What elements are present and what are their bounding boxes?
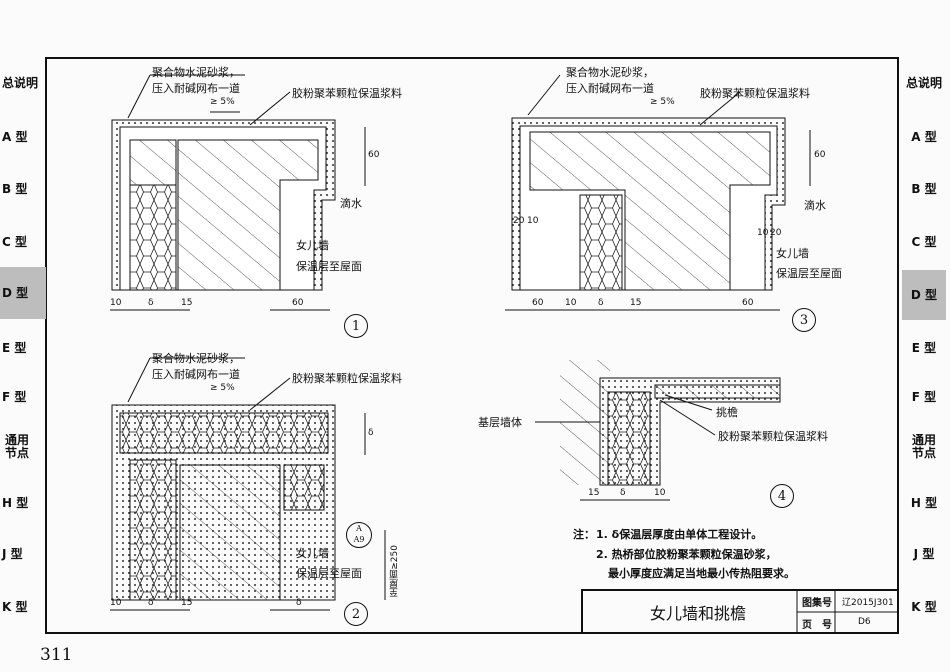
- label-parapet: 女儿墙: [296, 239, 329, 252]
- note-item: 2. 热桥部位胶粉聚苯颗粒保温砂浆，: [596, 548, 777, 561]
- tab-k[interactable]: K 型: [2, 599, 28, 614]
- dim: δ: [148, 598, 154, 608]
- dim: 15: [588, 488, 600, 498]
- tab-h[interactable]: H 型: [2, 495, 29, 510]
- tab-d[interactable]: D 型: [902, 270, 946, 320]
- label-insul-to-roof: 保温层至屋面: [296, 260, 362, 273]
- tab-e[interactable]: E 型: [911, 340, 937, 355]
- detail-number: 3: [792, 308, 816, 332]
- dim: 60: [742, 298, 754, 308]
- dim: 15: [630, 298, 642, 308]
- detail-4-drawing: [535, 360, 781, 501]
- ref-detail: A: [356, 524, 362, 533]
- dim-60: 60: [814, 150, 826, 160]
- tab-f[interactable]: F 型: [911, 389, 937, 404]
- dim: 15: [181, 598, 193, 608]
- dim: 20: [513, 216, 525, 226]
- tab-k[interactable]: K 型: [911, 599, 937, 614]
- atlas-label: 图集号: [802, 598, 832, 609]
- label-mortar: 聚合物水泥砂浆，: [566, 66, 654, 79]
- tab-h[interactable]: H 型: [910, 495, 938, 510]
- label-parapet: 女儿墙: [296, 547, 329, 560]
- tab-b[interactable]: B 型: [2, 181, 28, 196]
- dim-roof: 至屋面≥250: [390, 545, 400, 597]
- detail-number: 1: [344, 314, 368, 338]
- tab-a[interactable]: A 型: [2, 129, 28, 144]
- dim: 10: [654, 488, 666, 498]
- label-drip: 滴水: [340, 197, 362, 210]
- label-insulation: 胶粉聚苯颗粒保温浆料: [292, 87, 402, 100]
- page-value: D6: [858, 617, 871, 627]
- tab-a[interactable]: A 型: [911, 129, 937, 144]
- label-insul-to-roof: 保温层至屋面: [296, 567, 362, 580]
- tab-general[interactable]: 总说明: [2, 75, 39, 90]
- detail-1-drawing: [110, 74, 366, 311]
- dim: δ: [598, 298, 604, 308]
- dim: 10: [757, 228, 769, 238]
- label-insulation: 胶粉聚苯颗粒保温浆料: [292, 372, 402, 385]
- dim: 10: [110, 598, 122, 608]
- tab-j[interactable]: J 型: [2, 546, 23, 561]
- tab-b[interactable]: B 型: [911, 181, 937, 196]
- page-label: 页 号: [802, 620, 832, 631]
- label-slope: ≥ 5%: [210, 97, 235, 107]
- detail-reference[interactable]: A A9: [346, 522, 372, 548]
- note-item: 1. δ保温层厚度由单体工程设计。: [596, 528, 763, 541]
- label-insul-to-roof: 保温层至屋面: [776, 267, 842, 280]
- label-insulation: 胶粉聚苯颗粒保温浆料: [700, 87, 810, 100]
- label-parapet: 女儿墙: [776, 247, 809, 260]
- notes-prefix: 注：: [573, 528, 595, 541]
- dim: 10: [565, 298, 577, 308]
- dim: 10: [527, 216, 539, 226]
- label-mortar: 聚合物水泥砂浆，: [152, 66, 240, 79]
- tab-common-nodes[interactable]: 通用节点: [911, 433, 936, 460]
- detail-number: 2: [344, 602, 368, 626]
- ref-sheet: A9: [353, 535, 365, 544]
- tab-d[interactable]: D 型: [0, 267, 46, 319]
- atlas-value: 辽2015J301: [842, 598, 894, 608]
- dim: 20: [770, 228, 782, 238]
- dim-60: 60: [368, 150, 380, 160]
- dim: 60: [292, 298, 304, 308]
- note-item: 最小厚度应满足当地最小传热阻要求。: [608, 567, 795, 580]
- sheet-title: 女儿墙和挑檐: [650, 604, 747, 623]
- detail-number: 4: [770, 484, 794, 508]
- tab-general[interactable]: 总说明: [905, 75, 942, 90]
- label-mesh: 压入耐碱网布一道: [152, 368, 240, 381]
- dim: δ: [296, 598, 302, 608]
- dim: δ: [148, 298, 154, 308]
- tab-j[interactable]: J 型: [913, 546, 935, 561]
- page-number: 311: [40, 645, 73, 665]
- dim: 60: [532, 298, 544, 308]
- tab-e[interactable]: E 型: [2, 340, 27, 355]
- dim: 10: [110, 298, 122, 308]
- label-drip: 滴水: [804, 199, 826, 212]
- label-mesh: 压入耐碱网布一道: [566, 82, 654, 95]
- detail-3-drawing: [505, 74, 811, 311]
- label-slope: ≥ 5%: [210, 383, 235, 393]
- label-slope: ≥ 5%: [650, 97, 675, 107]
- label-insulation: 胶粉聚苯颗粒保温浆料: [718, 430, 828, 443]
- tab-f[interactable]: F 型: [2, 389, 27, 404]
- tab-c[interactable]: C 型: [911, 234, 937, 249]
- dim: 15: [181, 298, 193, 308]
- detail-2-drawing: [110, 357, 386, 611]
- label-base-wall: 基层墙体: [478, 416, 522, 429]
- label-mortar: 聚合物水泥砂浆，: [152, 352, 240, 365]
- tab-common-nodes[interactable]: 通用节点: [4, 433, 29, 460]
- tab-c[interactable]: C 型: [2, 234, 27, 249]
- dim-delta: δ: [368, 428, 374, 438]
- label-eave: 挑檐: [716, 406, 738, 419]
- dim: δ: [620, 488, 626, 498]
- label-mesh: 压入耐碱网布一道: [152, 82, 240, 95]
